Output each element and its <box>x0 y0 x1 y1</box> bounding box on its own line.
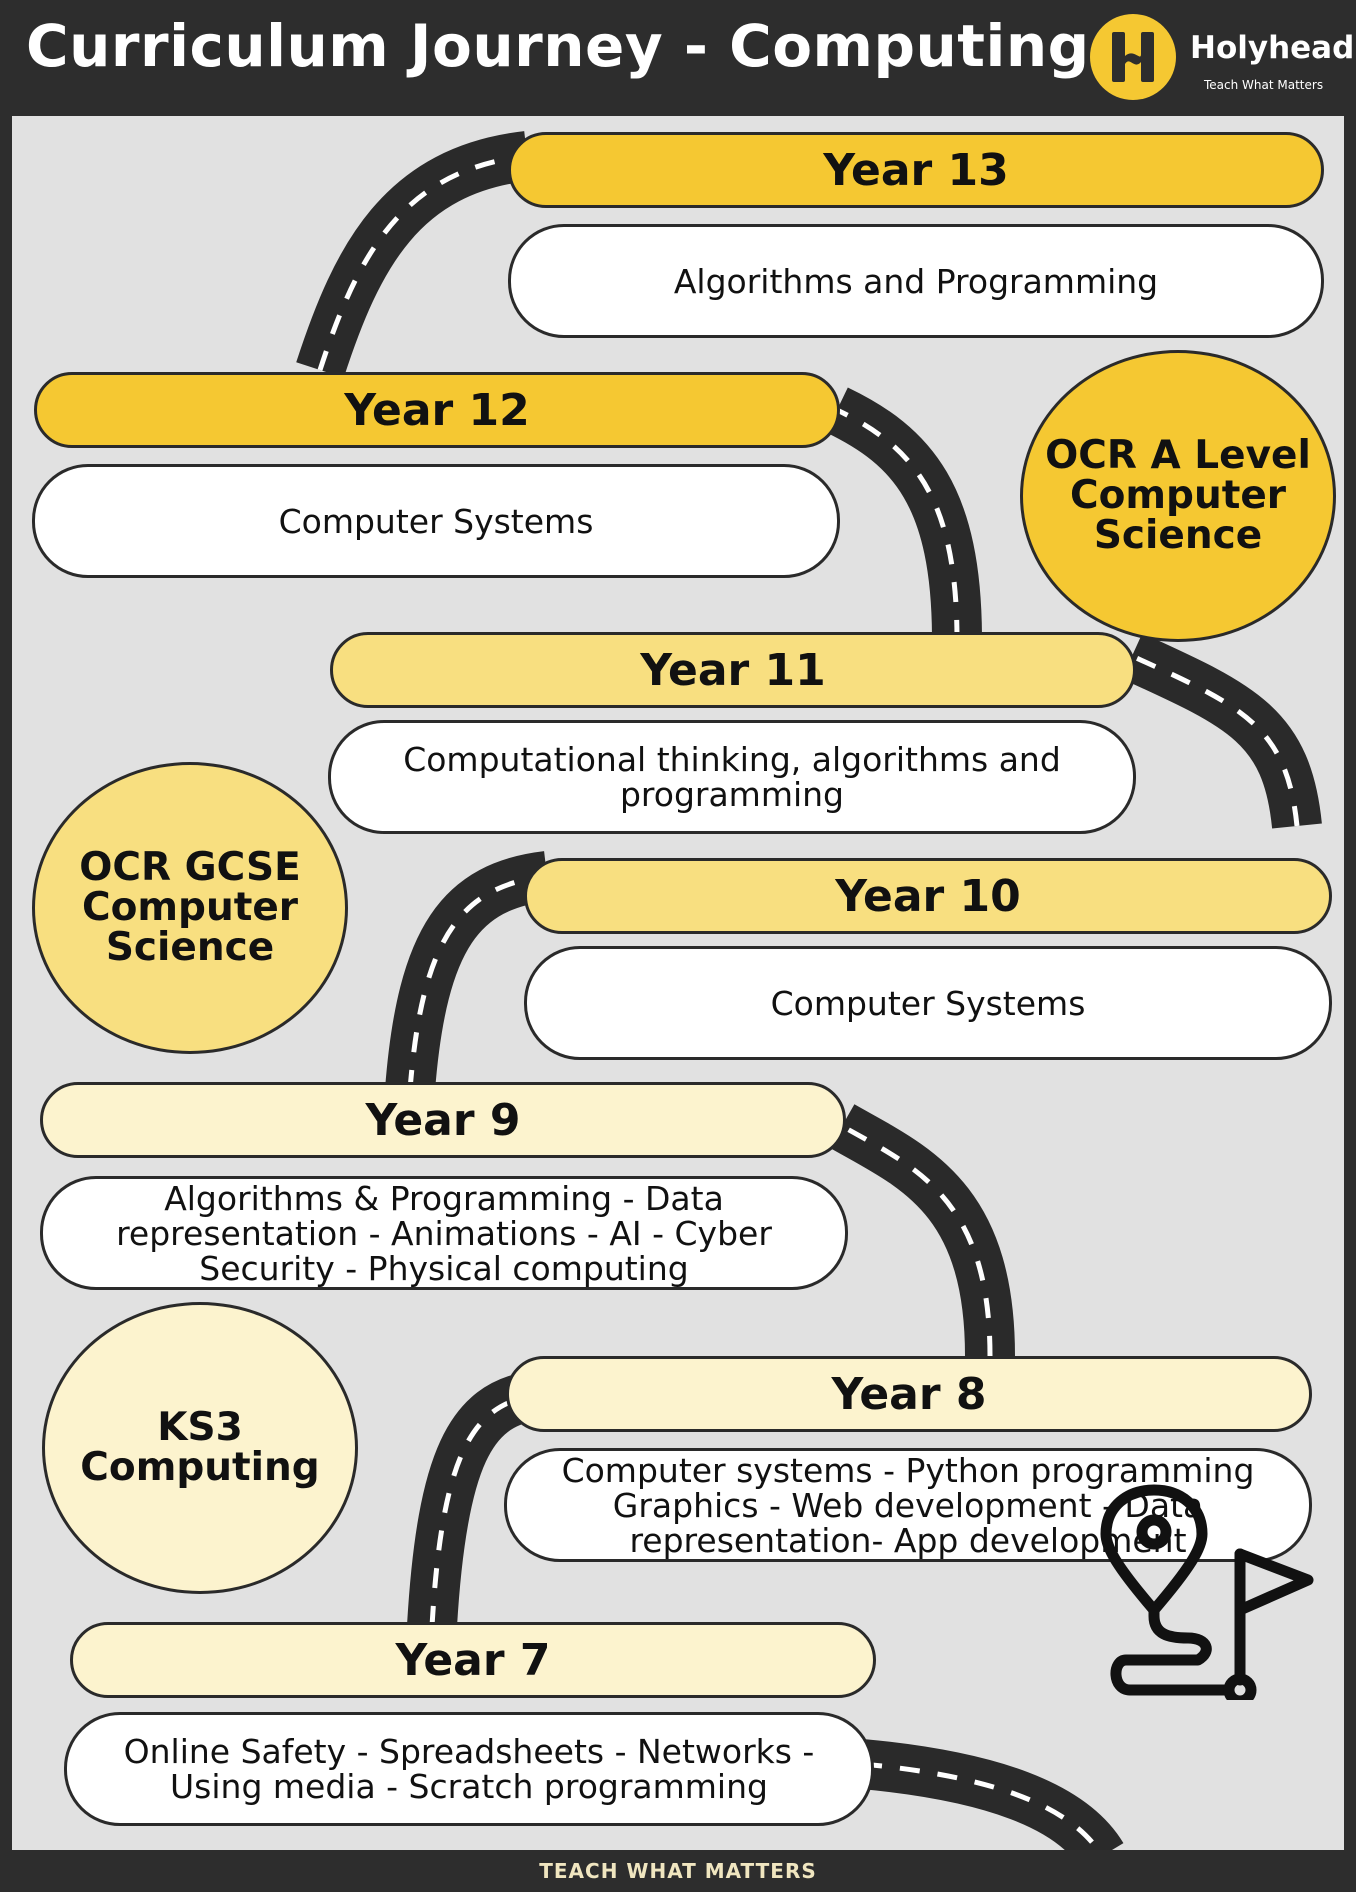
year-8-topics: Computer systems - Python programming Gr… <box>504 1448 1312 1562</box>
year-9-topics: Algorithms & Programming - Data represen… <box>40 1176 848 1290</box>
year-12-label: Year 12 <box>34 372 840 448</box>
journey-panel: Year 13 Algorithms and Programming Year … <box>12 116 1344 1850</box>
footer-text: TEACH WHAT MATTERS <box>539 1859 817 1883</box>
year-13-topics: Algorithms and Programming <box>508 224 1324 338</box>
year-11-topics: Computational thinking, algorithms and p… <box>328 720 1136 834</box>
year-10-label: Year 10 <box>524 858 1332 934</box>
holyhead-logo-icon <box>1090 14 1176 100</box>
year-12-topics: Computer Systems <box>32 464 840 578</box>
year-13-label: Year 13 <box>508 132 1324 208</box>
map-route-icon <box>1100 1484 1314 1700</box>
stage-gcse: OCR GCSE Computer Science <box>32 762 348 1054</box>
year-8-label: Year 8 <box>506 1356 1312 1432</box>
logo-tagline: Teach What Matters <box>1204 78 1324 92</box>
stage-ks3: KS3 Computing <box>42 1302 358 1594</box>
year-11-label: Year 11 <box>330 632 1136 708</box>
year-7-label: Year 7 <box>70 1622 876 1698</box>
stage-a-level: OCR A Level Computer Science <box>1020 350 1336 642</box>
header-bar: Curriculum Journey - Computing Holyhead … <box>0 0 1356 116</box>
year-7-topics: Online Safety - Spreadsheets - Networks … <box>64 1712 874 1826</box>
year-10-topics: Computer Systems <box>524 946 1332 1060</box>
logo-name: Holyhead <box>1190 30 1355 66</box>
page-title: Curriculum Journey - Computing <box>26 12 1090 80</box>
footer-bar: TEACH WHAT MATTERS <box>0 1850 1356 1892</box>
year-9-label: Year 9 <box>40 1082 846 1158</box>
